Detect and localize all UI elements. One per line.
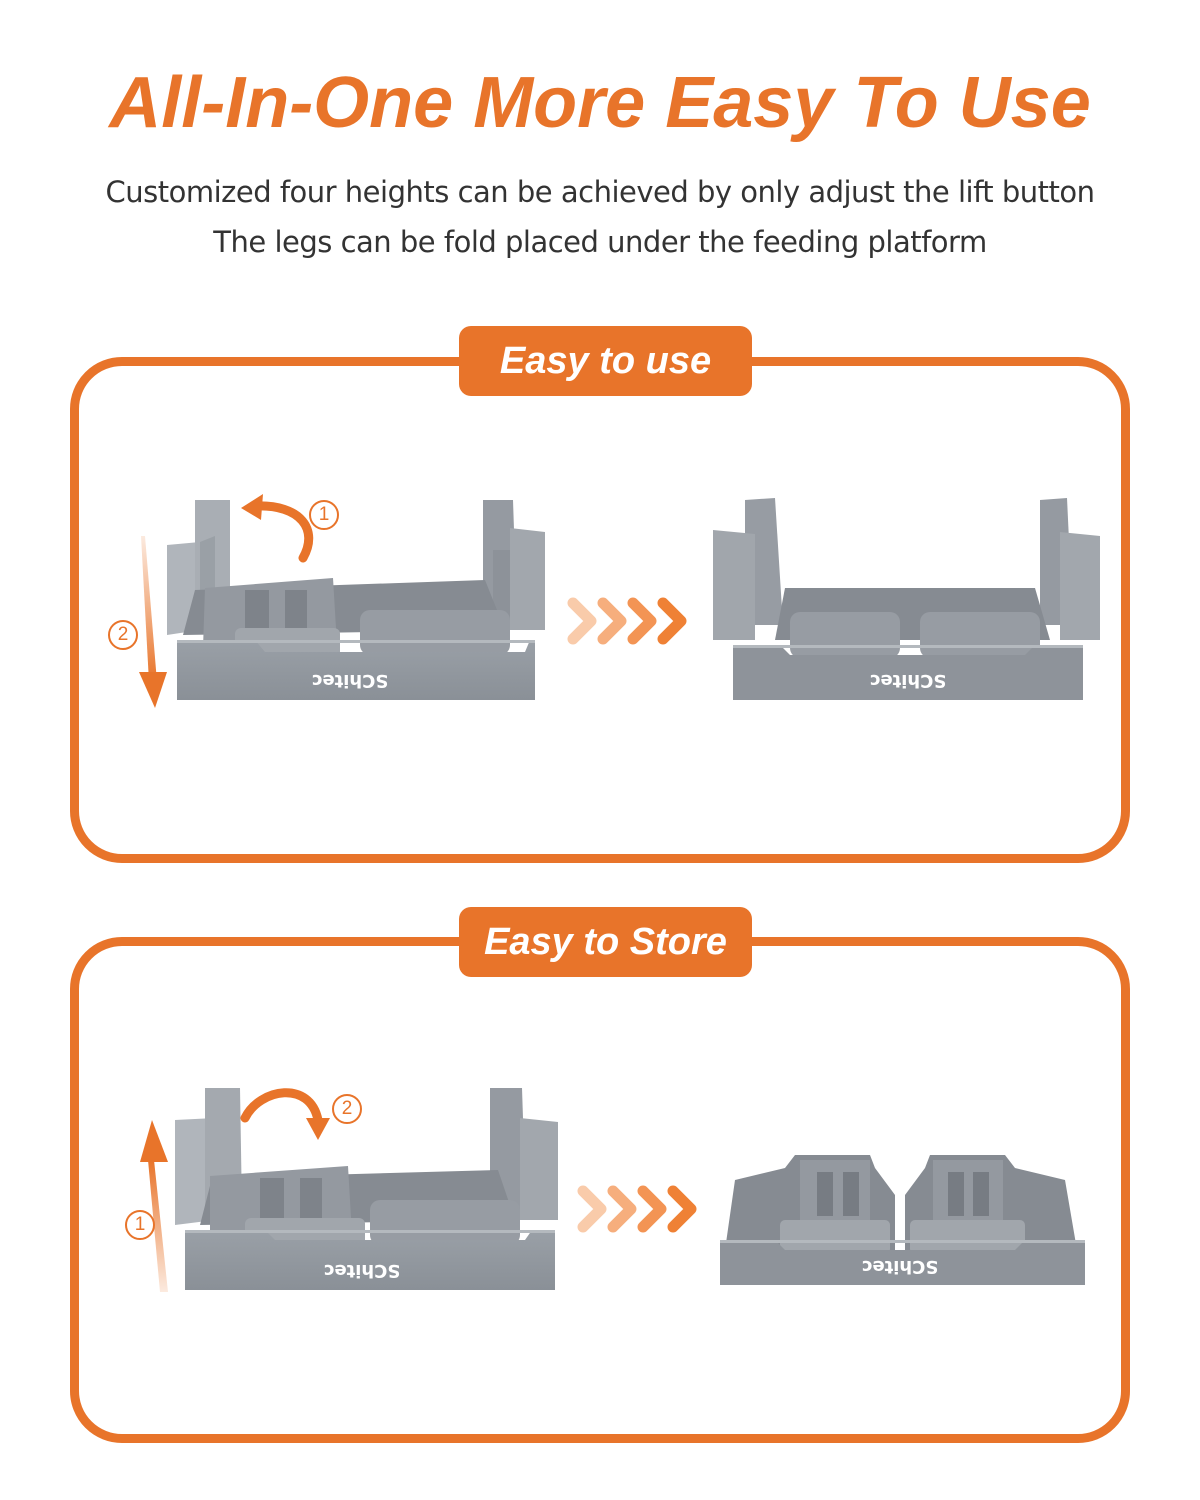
- feeder-legs-folded-stored-image: SChitec: [705, 1150, 1095, 1290]
- step-1-badge-store: 1: [125, 1210, 155, 1240]
- feeder-lift-image: SChitec: [130, 1080, 570, 1300]
- chevrons-right-icon: [575, 1183, 705, 1235]
- brand-logo: SChitec: [870, 670, 947, 691]
- subtitle-line-2: The legs can be fold placed under the fe…: [213, 225, 987, 259]
- step-2-badge-store: 2: [332, 1094, 362, 1124]
- page-title: All-In-One More Easy To Use: [109, 63, 1091, 143]
- brand-logo: SChitec: [862, 1256, 939, 1277]
- subtitle-line-1: Customized four heights can be achieved …: [105, 175, 1095, 209]
- easy-to-store-label: Easy to Store: [459, 907, 752, 977]
- step-1-badge: 1: [309, 500, 339, 530]
- easy-to-use-label: Easy to use: [459, 326, 752, 396]
- step-2-badge: 2: [108, 620, 138, 650]
- feeder-legs-up-image: SChitec: [705, 490, 1115, 710]
- feeder-one-leg-folded-image: SChitec: [105, 490, 555, 720]
- chevrons-right-icon: [565, 595, 695, 647]
- brand-logo: SChitec: [312, 670, 389, 691]
- brand-logo: SChitec: [324, 1260, 401, 1281]
